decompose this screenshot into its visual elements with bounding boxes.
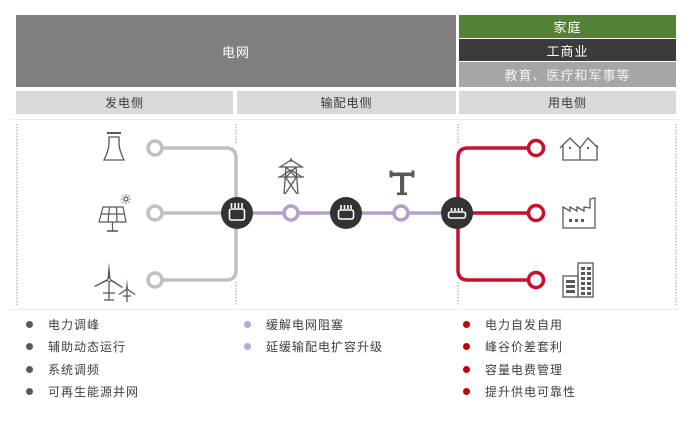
benefit-text: 提升供电可靠性 — [485, 385, 577, 400]
benefit-text: 峰谷价差套利 — [485, 340, 564, 355]
consumer-household-band: 家庭 — [459, 15, 676, 38]
node-building — [526, 270, 546, 290]
node-houses — [526, 138, 546, 158]
battery-hub-consumption — [441, 197, 473, 229]
factory-icon — [562, 197, 596, 229]
bullet-icon — [463, 343, 470, 351]
consumption-nodes — [526, 138, 546, 290]
consumer-commercial-industrial-band: 工商业 — [459, 39, 676, 61]
generation-benefits-list: 电力调峰 辅助动态运行 系统调频 可再生能源并网 — [26, 313, 139, 403]
consumer-commercial-industrial-label: 工商业 — [546, 44, 589, 60]
bullet-icon — [463, 388, 470, 396]
bullet-icon — [463, 320, 470, 328]
list-item: 可再生能源并网 — [26, 381, 139, 404]
node-wind — [146, 271, 164, 289]
generation-nodes — [146, 139, 164, 289]
bullet-icon — [244, 343, 251, 351]
node-pole — [392, 204, 410, 222]
office-building-icon — [562, 262, 594, 298]
transmission-tower-icon — [277, 158, 305, 195]
column-separators — [16, 124, 677, 305]
list-item: 电力调峰 — [26, 313, 139, 336]
benefit-text: 系统调频 — [48, 362, 101, 377]
grid-label: 电网 — [221, 45, 250, 61]
node-solar — [146, 204, 164, 222]
wind-turbines-icon — [94, 262, 136, 302]
battery-icon — [447, 208, 467, 219]
bullet-icon — [463, 365, 470, 373]
benefit-text: 可再生能源并网 — [48, 385, 140, 400]
node-thermal — [146, 139, 164, 157]
divider-top — [10, 119, 680, 120]
bullet-icon — [26, 365, 33, 373]
consumer-public-band: 教育、医疗和军事等 — [459, 62, 676, 87]
distribution-pole-icon — [389, 170, 415, 196]
section-consumption-header: 用电侧 — [459, 91, 676, 114]
section-transmission-label: 输配电侧 — [320, 96, 373, 110]
list-item: 峰谷价差套利 — [463, 336, 576, 359]
bullet-icon — [26, 320, 33, 328]
section-generation-header: 发电侧 — [16, 91, 233, 114]
section-consumption-label: 用电侧 — [547, 96, 587, 110]
list-item: 辅助动态运行 — [26, 336, 139, 359]
section-generation-label: 发电侧 — [104, 96, 144, 110]
list-item: 系统调频 — [26, 358, 139, 381]
bullet-icon — [244, 320, 251, 328]
benefit-text: 缓解电网阻塞 — [266, 317, 345, 332]
transmission-benefits-list: 缓解电网阻塞 延缓输配电扩容升级 — [244, 313, 383, 358]
thermal-power-plant-icon — [102, 132, 126, 161]
section-transmission-header: 输配电侧 — [237, 91, 456, 114]
bullet-icon — [26, 388, 33, 396]
consumption-benefits-list: 电力自发自用 峰谷价差套利 容量电费管理 提升供电可靠性 — [463, 313, 576, 403]
battery-icon — [228, 203, 246, 221]
battery-hub-generation — [221, 197, 253, 229]
node-tower — [282, 204, 300, 222]
list-item: 提升供电可靠性 — [463, 381, 576, 404]
node-factory — [526, 203, 546, 223]
list-item: 缓解电网阻塞 — [244, 313, 383, 336]
benefit-text: 容量电费管理 — [485, 362, 564, 377]
grid-header: 电网 — [16, 15, 456, 87]
houses-icon — [559, 137, 599, 161]
transmission-nodes — [282, 204, 410, 222]
benefit-text: 电力调峰 — [48, 317, 101, 332]
divider-bottom — [10, 309, 680, 310]
benefit-text: 辅助动态运行 — [48, 340, 127, 355]
list-item: 电力自发自用 — [463, 313, 576, 336]
consumer-public-label: 教育、医疗和军事等 — [504, 69, 631, 84]
battery-hub-transmission — [330, 197, 362, 229]
bullet-icon — [26, 343, 33, 351]
battery-icon — [337, 205, 355, 220]
benefit-text: 延缓输配电扩容升级 — [266, 340, 384, 355]
solar-panel-icon — [98, 194, 131, 232]
list-item: 容量电费管理 — [463, 358, 576, 381]
benefit-text: 电力自发自用 — [485, 317, 564, 332]
consumer-household-label: 家庭 — [553, 21, 582, 36]
list-item: 延缓输配电扩容升级 — [244, 336, 383, 359]
